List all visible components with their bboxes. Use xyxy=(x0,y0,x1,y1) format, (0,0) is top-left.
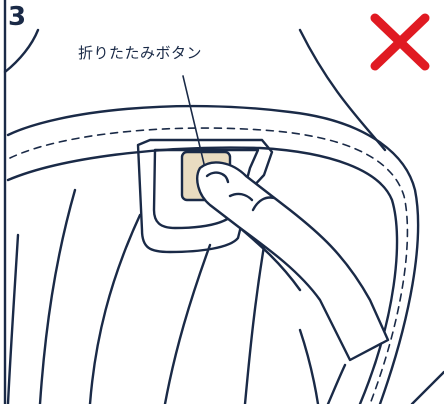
step-number: 3 xyxy=(8,4,26,30)
fold-button-label: 折りたたみボタン xyxy=(78,46,202,61)
